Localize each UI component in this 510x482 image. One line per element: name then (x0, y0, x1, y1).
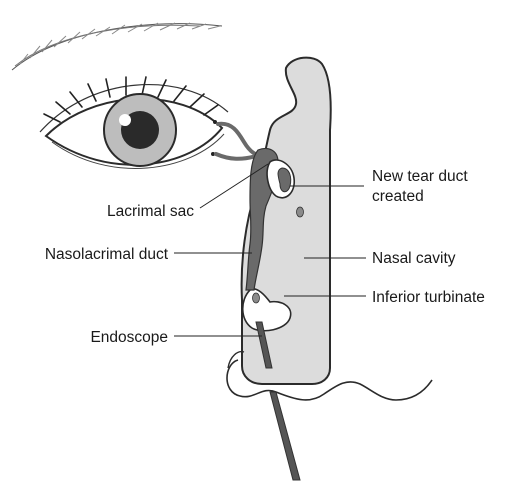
label-endoscope: Endoscope (90, 329, 168, 346)
canaliculus-lower (216, 154, 256, 159)
label-inferior-turbinate: Inferior turbinate (372, 289, 485, 306)
eyebrow (12, 23, 222, 70)
label-nasolacrimal-duct: Nasolacrimal duct (45, 246, 169, 263)
endoscope-shaft (270, 392, 300, 480)
nasal-small-spot (297, 207, 304, 217)
turbinate-small-spot (253, 293, 260, 303)
label-nasal-cavity: Nasal cavity (372, 250, 456, 267)
label-new-tear-duct-line2: created (372, 188, 424, 205)
eye-highlight (119, 114, 131, 126)
label-lacrimal-sac: Lacrimal sac (107, 203, 194, 220)
label-new-tear-duct-line1: New tear duct (372, 168, 468, 185)
